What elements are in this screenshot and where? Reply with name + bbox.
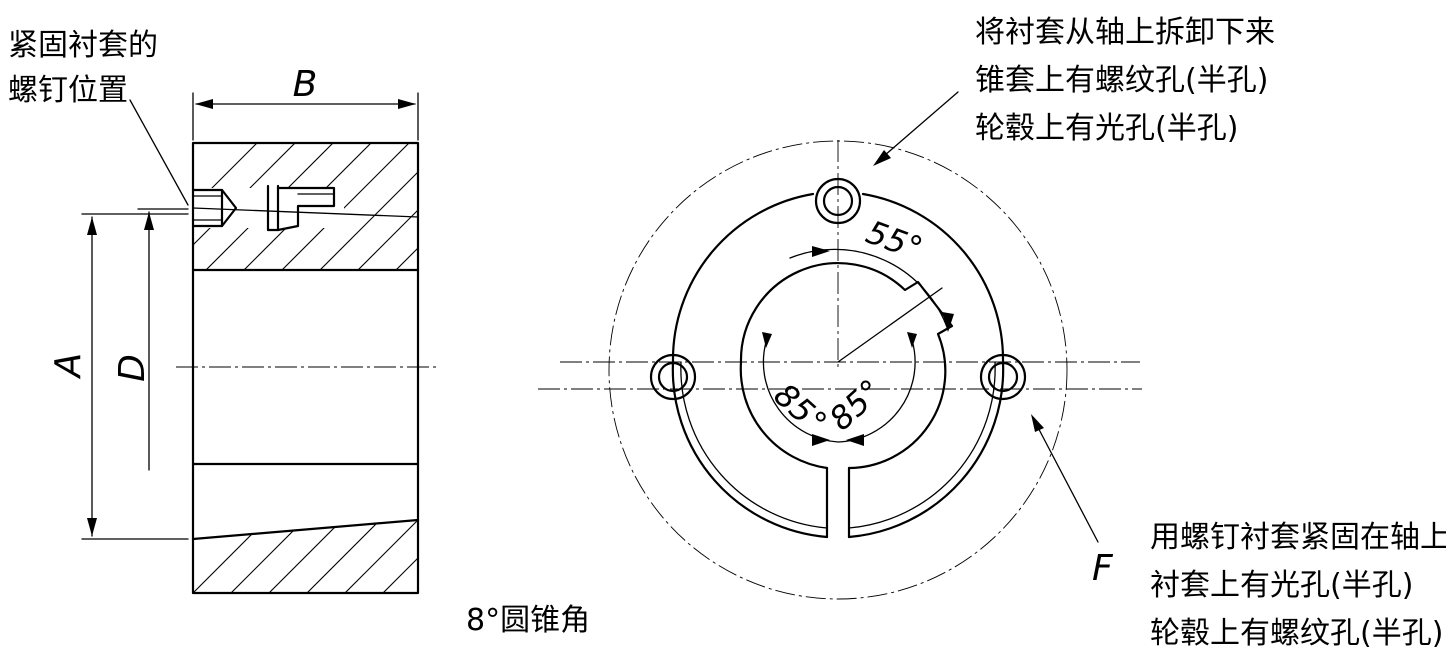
dim-b-label: B <box>293 64 318 105</box>
angle-55-label: 55° <box>861 213 927 268</box>
section-view <box>176 141 440 595</box>
dimension-d: D <box>112 208 189 471</box>
removal-line3: 轮毂上有光孔(半孔) <box>975 111 1238 146</box>
callout-screw-line1: 紧固衬套的 <box>8 28 158 63</box>
hole-right-icon <box>979 353 1027 401</box>
fasten-line2: 衬套上有光孔(半孔) <box>1150 568 1413 603</box>
dimension-a: A <box>48 213 189 540</box>
fasten-line1: 用螺钉衬套紧固在轴上 <box>1150 520 1446 555</box>
screw-icon <box>191 184 336 232</box>
hatch-bottom <box>193 520 418 593</box>
fasten-line3: 轮毂上有螺纹孔(半孔) <box>1150 616 1443 651</box>
fasten-callout: F 用螺钉衬套紧固在轴上 衬套上有光孔(半孔) 轮毂上有螺纹孔(半孔) <box>1031 414 1446 651</box>
dim-d-label: D <box>112 354 153 382</box>
removal-callout: 将衬套从轴上拆卸下来 锥套上有螺纹孔(半孔) 轮毂上有光孔(半孔) <box>873 15 1275 166</box>
removal-line1: 将衬套从轴上拆卸下来 <box>975 15 1275 50</box>
part-outline <box>191 141 420 595</box>
taper-angle-note: 8°圆锥角 <box>466 603 590 638</box>
screw-callout: 紧固衬套的 螺钉位置 <box>8 28 189 206</box>
removal-line2: 锥套上有螺纹孔(半孔) <box>975 63 1268 98</box>
hole-left-icon <box>649 353 697 401</box>
dim-a-label: A <box>48 353 89 380</box>
dimension-b: B <box>192 64 419 141</box>
front-view <box>538 140 1142 600</box>
label-f: F <box>1092 548 1114 589</box>
hole-top-icon <box>814 177 862 225</box>
callout-screw-line2: 螺钉位置 <box>8 73 128 108</box>
